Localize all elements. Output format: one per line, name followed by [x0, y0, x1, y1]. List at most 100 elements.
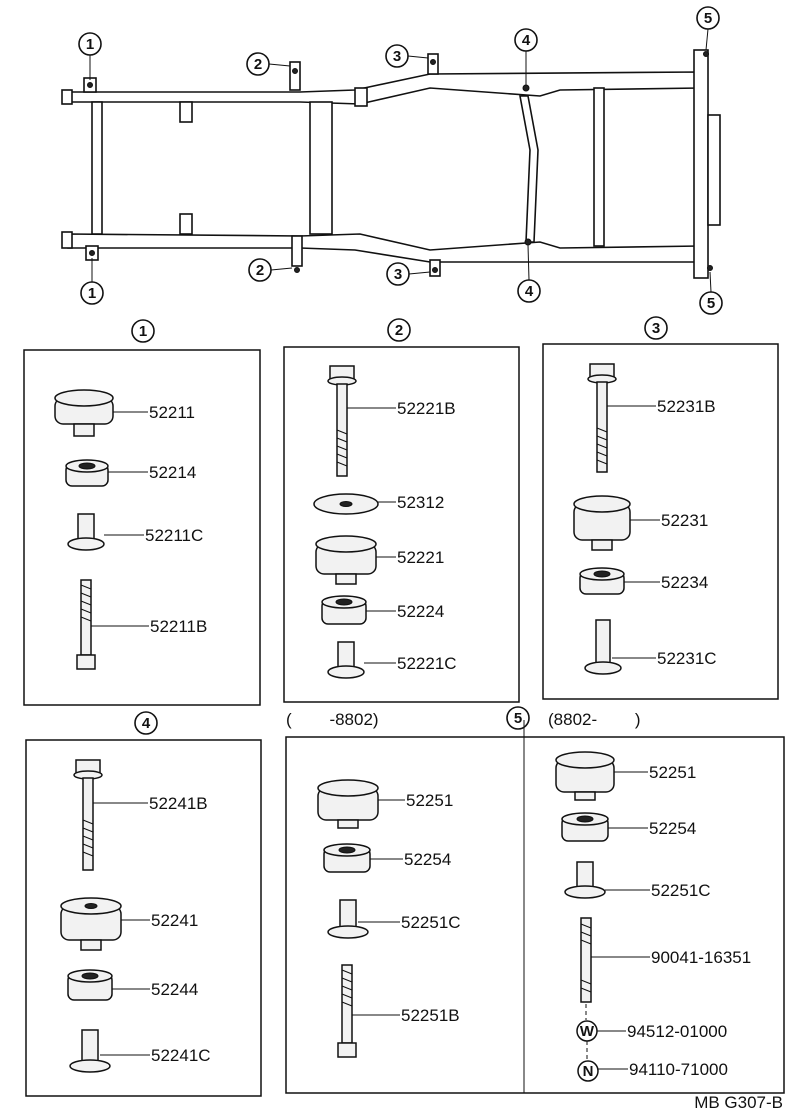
collar-52251C-a: 52251C — [327, 899, 461, 939]
stud-90041-16351: 90041-16351 — [580, 917, 751, 1003]
cushion-52251-b: 52251 — [555, 751, 696, 801]
chassis-frame — [61, 49, 721, 279]
cushion-52231: 52231 — [573, 495, 708, 551]
panel-5a-parts: 52251 52254 52251C 52251B — [317, 779, 461, 1058]
svg-text:52211: 52211 — [149, 403, 195, 422]
svg-text:52241: 52241 — [151, 911, 198, 930]
washer-52312: 52312 — [313, 493, 444, 515]
cushion-52224: 52224 — [321, 595, 444, 625]
bolt-52221B: 52221B — [327, 365, 456, 477]
frame-callout-5-top: 5 — [696, 6, 720, 51]
frame-callout-2-top: 2 — [246, 52, 291, 76]
frame-callout-2-bottom: 2 — [248, 258, 293, 282]
panel-5b-range: (8802- ) — [548, 710, 641, 729]
cushion-52244: 52244 — [67, 969, 198, 1001]
svg-text:1: 1 — [88, 285, 96, 302]
diagram-code: MB G307-B — [694, 1093, 783, 1112]
cushion-52241: 52241 — [60, 897, 198, 951]
svg-text:52231B: 52231B — [657, 397, 716, 416]
svg-text:52251B: 52251B — [401, 1006, 460, 1025]
svg-text:1: 1 — [86, 36, 94, 53]
svg-text:N: N — [583, 1063, 594, 1080]
panel-2-parts: 52221B 52312 52221 52224 52221C — [313, 365, 457, 679]
cushion-52234: 52234 — [579, 567, 708, 595]
svg-text:52224: 52224 — [397, 602, 444, 621]
collar-52221C: 52221C — [327, 641, 457, 679]
panel-2-header: 2 — [387, 318, 411, 342]
svg-text:52251: 52251 — [649, 763, 696, 782]
svg-text:3: 3 — [394, 266, 402, 283]
svg-text:94110-71000: 94110-71000 — [629, 1060, 728, 1079]
frame-callout-3-bottom: 3 — [386, 262, 431, 286]
collar-52251C-b: 52251C — [564, 861, 711, 900]
frame-callout-5-bottom: 5 — [699, 271, 723, 315]
svg-text:2: 2 — [395, 322, 403, 339]
svg-text:52211B: 52211B — [150, 617, 207, 636]
svg-text:52231: 52231 — [661, 511, 708, 530]
svg-text:52211C: 52211C — [145, 526, 203, 545]
svg-text:4: 4 — [142, 715, 151, 732]
collar-52211C: 52211C — [67, 513, 203, 551]
panel-4-box — [25, 739, 262, 1097]
svg-text:52231C: 52231C — [657, 649, 717, 668]
frame-callout-4-top: 4 — [514, 28, 538, 85]
bolt-52241B: 52241B — [73, 759, 208, 871]
svg-text:90041-16351: 90041-16351 — [651, 948, 751, 967]
washer-94512-01000: W 94512-01000 — [576, 1020, 727, 1042]
svg-text:52221B: 52221B — [397, 399, 456, 418]
svg-text:52251C: 52251C — [401, 913, 461, 932]
frame-callout-3-top: 3 — [385, 44, 429, 68]
cushion-52251-a: 52251 — [317, 779, 453, 829]
svg-text:52312: 52312 — [397, 493, 444, 512]
bolt-52231B: 52231B — [587, 363, 716, 473]
panel-3-box — [542, 343, 779, 700]
cushion-52254-a: 52254 — [323, 843, 451, 873]
svg-text:2: 2 — [254, 56, 262, 73]
frame-callout-1-bottom: 1 — [80, 258, 104, 305]
svg-text:52214: 52214 — [149, 463, 196, 482]
svg-text:1: 1 — [139, 323, 147, 340]
nut-94110-71000: N 94110-71000 — [577, 1060, 728, 1082]
collar-52241C: 52241C — [69, 1029, 211, 1073]
svg-text:5: 5 — [707, 295, 715, 312]
svg-text:52241C: 52241C — [151, 1046, 211, 1065]
svg-text:52234: 52234 — [661, 573, 708, 592]
panel-5b-parts: 52251 52254 52251C 90041-16351 W 94512-0… — [555, 751, 751, 1082]
panel-4-header: 4 — [134, 711, 158, 735]
frame-callout-4-bottom: 4 — [517, 244, 541, 303]
svg-text:5: 5 — [704, 10, 712, 27]
panel-5a-range: ( -8802) — [286, 710, 379, 729]
panel-3-parts: 52231B 52231 52234 52231C — [573, 363, 717, 675]
cushion-52211: 52211 — [54, 389, 195, 437]
svg-text:4: 4 — [522, 32, 531, 49]
panel-5-header: 5 — [506, 706, 530, 730]
panel-1-header: 1 — [131, 319, 155, 343]
panel-5-box — [285, 736, 785, 1094]
bolt-52211B: 52211B — [76, 579, 207, 670]
svg-text:52254: 52254 — [404, 850, 451, 869]
cushion-52214: 52214 — [65, 459, 196, 487]
svg-text:4: 4 — [525, 283, 534, 300]
svg-text:W: W — [580, 1023, 595, 1040]
svg-text:94512-01000: 94512-01000 — [627, 1022, 727, 1041]
cushion-52254-b: 52254 — [561, 812, 696, 842]
panel-1-parts: 52211 52214 52211C 52211B — [54, 389, 207, 670]
svg-text:3: 3 — [652, 320, 660, 337]
collar-52231C: 52231C — [584, 619, 717, 675]
svg-text:3: 3 — [393, 48, 401, 65]
svg-text:52251C: 52251C — [651, 881, 711, 900]
svg-text:52221: 52221 — [397, 548, 444, 567]
svg-text:52241B: 52241B — [149, 794, 208, 813]
cushion-52221: 52221 — [315, 535, 444, 585]
panel-4-parts: 52241B 52241 52244 52241C — [60, 759, 211, 1073]
panel-2-box — [283, 346, 520, 703]
svg-text:52244: 52244 — [151, 980, 198, 999]
svg-text:2: 2 — [256, 262, 264, 279]
svg-text:52251: 52251 — [406, 791, 453, 810]
svg-text:5: 5 — [514, 710, 522, 727]
svg-text:52254: 52254 — [649, 819, 696, 838]
bolt-52251B: 52251B — [337, 964, 460, 1058]
panel-3-header: 3 — [644, 316, 668, 340]
svg-text:52221C: 52221C — [397, 654, 457, 673]
